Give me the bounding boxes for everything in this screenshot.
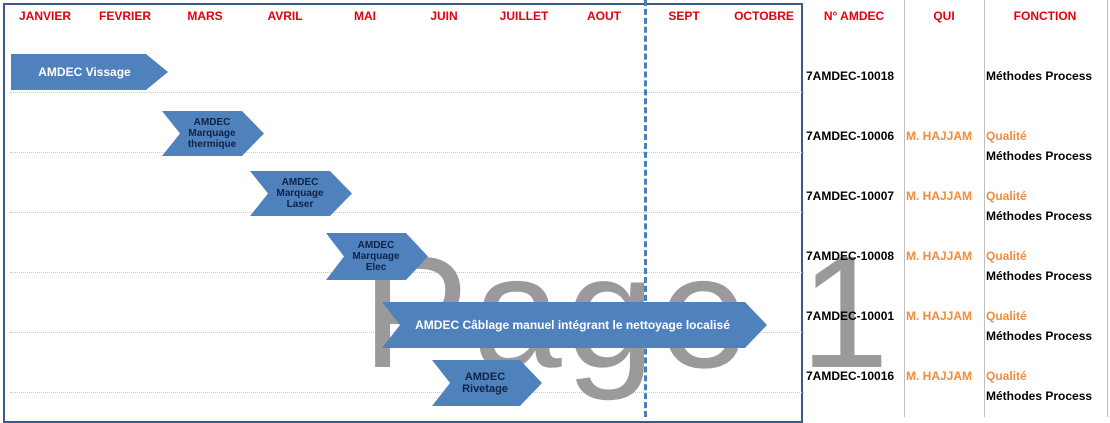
- fonction-qualite: Qualité: [986, 309, 1027, 323]
- row-separator: [10, 152, 804, 153]
- fonction-cell: Méthodes Process: [986, 66, 1092, 86]
- task-label: AMDEC Câblage manuel intégrant le nettoy…: [415, 318, 730, 332]
- qui-cell: M. HAJJAM: [906, 309, 973, 323]
- fonction-qualite: Qualité: [986, 249, 1027, 263]
- month-sept: SEPT: [668, 9, 700, 23]
- month-janvier: JANVIER: [18, 9, 71, 23]
- task-label: AMDEC Marquage thermique: [187, 117, 237, 150]
- task-label: AMDEC Marquage Laser: [276, 177, 324, 210]
- qui-cell: M. HAJJAM: [906, 189, 973, 203]
- current-date-line: [644, 0, 647, 417]
- row-separator: [10, 392, 804, 393]
- column-separator: [1107, 0, 1108, 417]
- amdec-number: 7AMDEC-10001: [806, 309, 895, 323]
- amdec-number: 7AMDEC-10016: [806, 369, 895, 383]
- task-amdec-marquage-thermique: AMDEC Marquage thermique: [162, 111, 264, 156]
- month-juin: JUIN: [430, 9, 458, 23]
- amdec-number: 7AMDEC-10006: [806, 129, 895, 143]
- fonction-cell: Qualité Méthodes Process: [986, 126, 1092, 166]
- fonction-methodes: Méthodes Process: [986, 329, 1093, 343]
- header-amdec-number: N° AMDEC: [823, 9, 885, 23]
- fonction-methodes: Méthodes Process: [986, 389, 1093, 403]
- amdec-number: 7AMDEC-10018: [806, 69, 895, 83]
- task-amdec-vissage: AMDEC Vissage: [11, 54, 168, 90]
- task-label: AMDEC Marquage Elec: [352, 240, 400, 273]
- month-fevrier: FEVRIER: [98, 9, 151, 23]
- task-label: AMDEC Rivetage: [462, 371, 508, 395]
- fonction-cell: Qualité Méthodes Process: [986, 366, 1092, 406]
- month-avril: AVRIL: [267, 9, 303, 23]
- qui-cell: M. HAJJAM: [906, 249, 973, 263]
- fonction-methodes: Méthodes Process: [986, 209, 1093, 223]
- row-separator: [10, 212, 804, 213]
- month-mars: MARS: [187, 9, 223, 23]
- fonction-methodes: Méthodes Process: [986, 149, 1093, 163]
- task-label: AMDEC Vissage: [38, 65, 131, 79]
- fonction-cell: Qualité Méthodes Process: [986, 306, 1092, 346]
- column-separator: [984, 0, 985, 417]
- fonction-methodes: Méthodes Process: [986, 69, 1093, 83]
- fonction-methodes: Méthodes Process: [986, 269, 1093, 283]
- qui-cell: M. HAJJAM: [906, 129, 973, 143]
- amdec-number: 7AMDEC-10008: [806, 249, 895, 263]
- header-fonction: FONCTION: [1013, 9, 1077, 23]
- qui-cell: M. HAJJAM: [906, 369, 973, 383]
- header-qui: QUI: [933, 9, 955, 23]
- fonction-qualite: Qualité: [986, 189, 1027, 203]
- month-aout: AOUT: [587, 9, 621, 23]
- fonction-cell: Qualité Méthodes Process: [986, 246, 1092, 286]
- fonction-qualite: Qualité: [986, 369, 1027, 383]
- column-separator: [904, 0, 905, 417]
- fonction-qualite: Qualité: [986, 129, 1027, 143]
- month-octobre: OCTOBRE: [734, 9, 794, 23]
- row-separator: [10, 92, 804, 93]
- month-mai: MAI: [354, 9, 376, 23]
- month-juillet: JUILLET: [499, 9, 549, 23]
- task-amdec-rivetage: AMDEC Rivetage: [432, 360, 542, 406]
- task-amdec-cablage-manuel: AMDEC Câblage manuel intégrant le nettoy…: [382, 302, 767, 348]
- fonction-cell: Qualité Méthodes Process: [986, 186, 1092, 226]
- amdec-number: 7AMDEC-10007: [806, 189, 895, 203]
